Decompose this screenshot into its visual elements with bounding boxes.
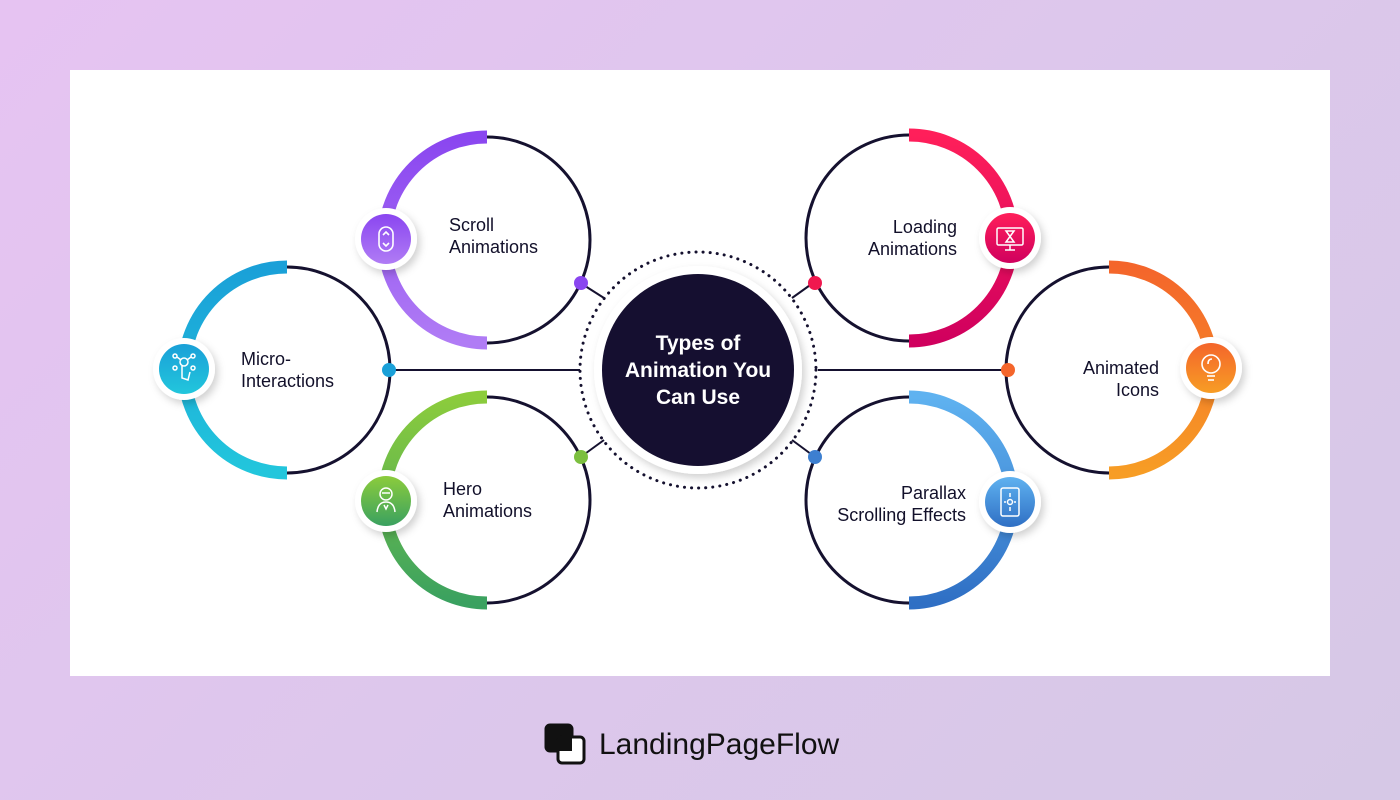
hero-character-icon [376, 487, 396, 513]
lightbulb-icon [1201, 354, 1221, 381]
label-icons: Animated Icons [1082, 358, 1159, 400]
tablet-arrows-icon [1000, 487, 1020, 517]
hero-dot [574, 450, 588, 464]
node-scroll [355, 130, 592, 350]
label-hero: Hero Animations [443, 479, 533, 521]
label-scroll: Scroll Animations [449, 215, 539, 257]
brand-name: LandingPageFlow [599, 728, 840, 761]
node-loading [804, 128, 1041, 348]
monitor-hourglass-icon [996, 227, 1024, 251]
label-parallax: Parallax Scrolling Effects [837, 483, 966, 525]
icons-dot [1001, 363, 1015, 377]
center-title: Types of Animation You Can Use [624, 331, 772, 409]
center-circle [602, 274, 794, 466]
scroll-dot [574, 276, 588, 290]
label-micro: Micro- Interactions [241, 349, 335, 391]
node-parallax [804, 390, 1041, 610]
label-loading: Loading Animations [867, 217, 957, 259]
parallax-dot [808, 450, 822, 464]
touch-gesture-icon [172, 353, 196, 381]
node-hero [355, 390, 592, 610]
brand: LandingPageFlow [543, 722, 839, 768]
logo-icon [544, 723, 586, 765]
node-micro [153, 260, 396, 480]
loading-dot [808, 276, 822, 290]
node-icons [1001, 260, 1242, 480]
micro-dot [382, 363, 396, 377]
scroll-mouse-icon [378, 226, 394, 252]
center-hub [578, 250, 818, 490]
